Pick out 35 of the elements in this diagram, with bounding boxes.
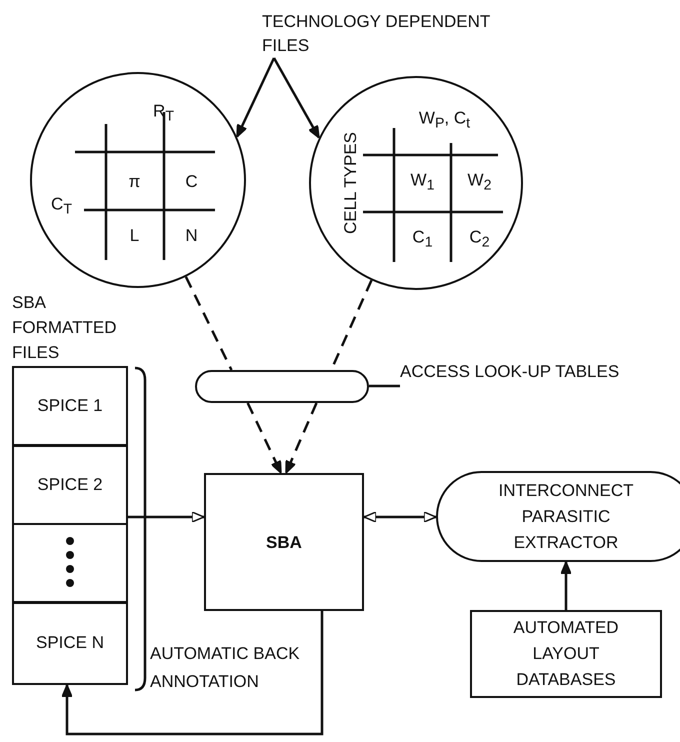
arrow <box>236 57 276 138</box>
arrow <box>61 611 324 736</box>
table-entry: C$_{T}$ <box>51 194 72 220</box>
table-entry: C$_{2}$ <box>469 226 490 252</box>
arrow <box>284 402 318 474</box>
table-entry: L <box>130 226 140 246</box>
table-entry: C$_{1}$ <box>412 226 433 252</box>
file-box <box>12 522 128 604</box>
table-entry: W$_{1}$ <box>410 170 434 196</box>
table-capsule <box>195 370 369 403</box>
leader-text: ACCESS LOOK-UP TABLES <box>400 361 620 383</box>
table-entry: W$_{2}$ <box>468 170 492 196</box>
arrow <box>128 511 205 523</box>
table-entry: CELL TYPES <box>340 131 360 234</box>
arrow <box>272 57 320 139</box>
table-entry: π <box>128 172 140 192</box>
file-box: SPICE 1 <box>12 366 128 446</box>
arrow <box>246 402 282 474</box>
group-heading: SBA FORMATTED FILES <box>12 292 118 364</box>
table-entry: W$_{P}$, C$_{t}$ <box>418 108 470 134</box>
table-circle <box>309 76 523 290</box>
table-entry: N <box>185 226 198 246</box>
arrow <box>560 561 572 610</box>
leader-line <box>369 384 400 388</box>
process-capsule: INTERCONNECT PARASITIC EXTRACTOR <box>436 471 680 562</box>
table-entry: C <box>185 172 198 192</box>
table-entry: R$_{T}$ <box>153 100 174 126</box>
table-circle <box>30 72 246 288</box>
arrow <box>363 511 437 523</box>
leader-line <box>184 276 233 371</box>
data-box: AUTOMATED LAYOUT DATABASES <box>470 610 662 698</box>
file-box: SPICE 2 <box>12 444 128 525</box>
process-box: SBA <box>204 473 364 611</box>
file-box: SPICE N <box>12 601 128 685</box>
heading-text: TECHNOLOGY DEPENDENT FILES <box>262 11 491 57</box>
